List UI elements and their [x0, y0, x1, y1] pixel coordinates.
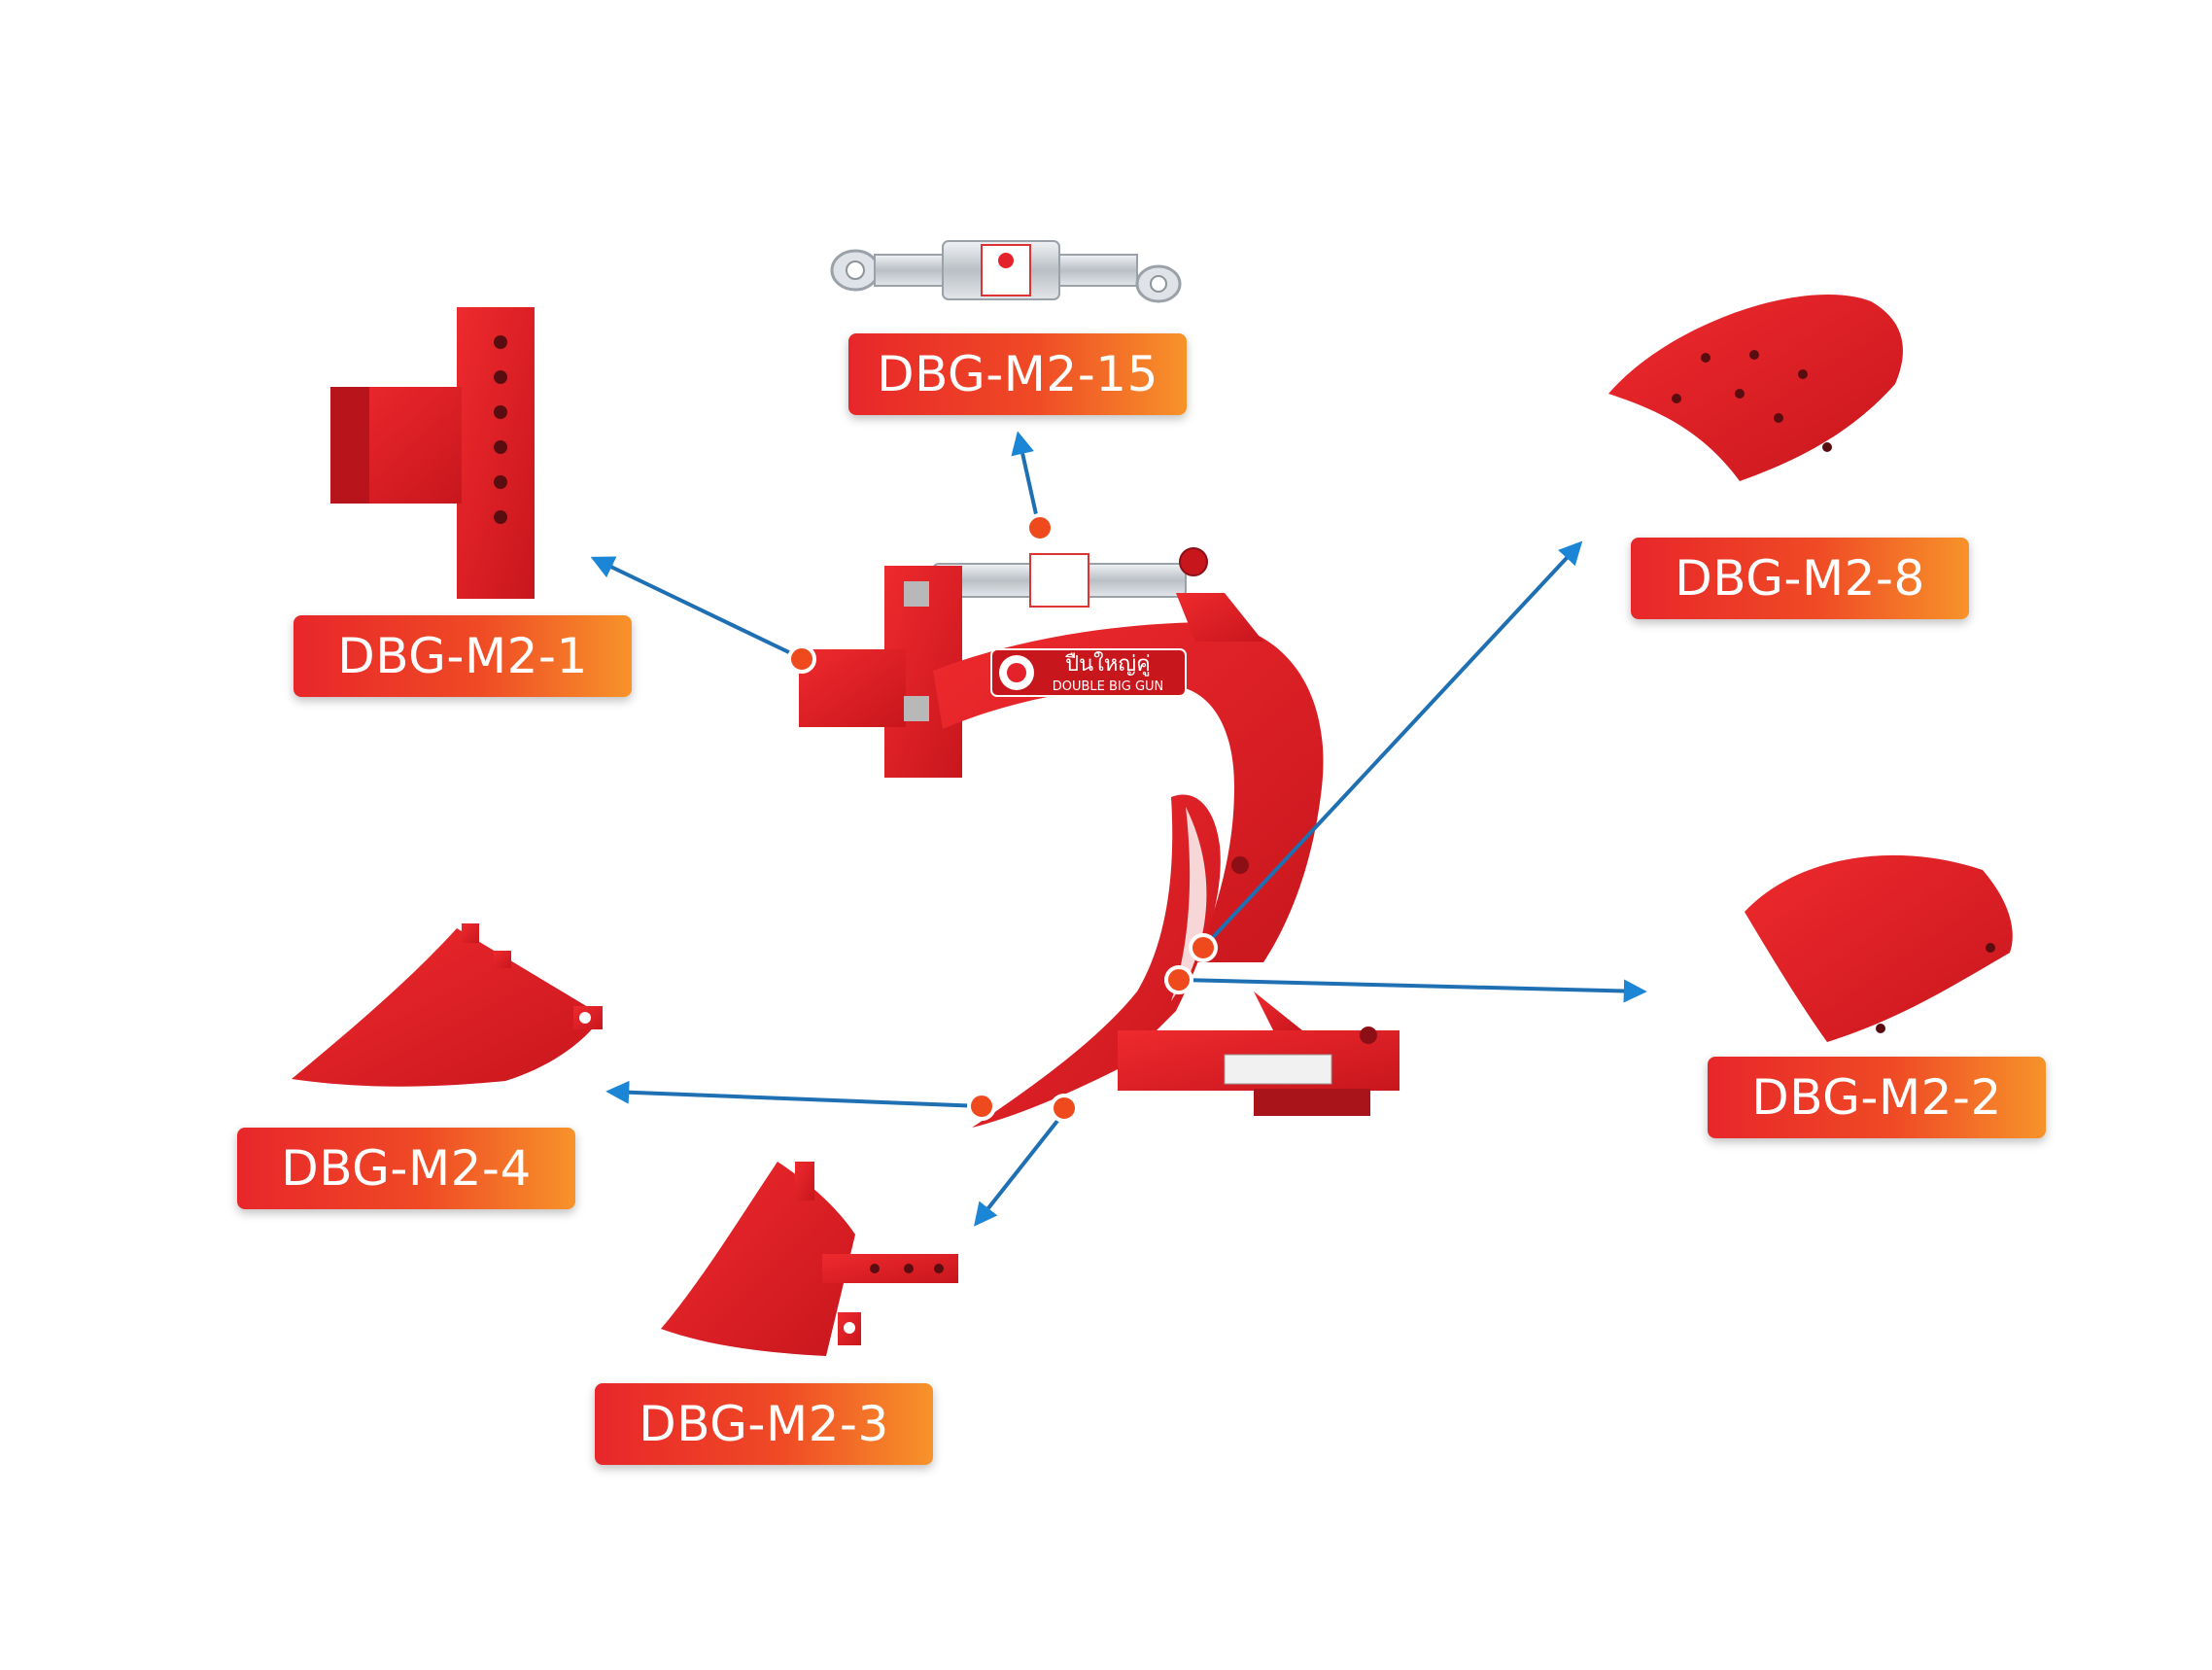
- plow-assembly: ปืนใหญ่คู่ DOUBLE BIG GUN: [799, 547, 1400, 1128]
- arrow-to-m2-1: [590, 556, 798, 658]
- part-label-text: DBG-M2-15: [877, 346, 1158, 402]
- part-label-text: DBG-M2-1: [337, 628, 588, 684]
- arrow-to-m2-4: [605, 1080, 983, 1108]
- hotspot-dots: [787, 513, 1218, 1123]
- part-label-m2-3[interactable]: DBG-M2-3: [595, 1383, 933, 1465]
- arrow-to-m2-8: [1201, 540, 1583, 950]
- hotspot-m2-2[interactable]: [1164, 965, 1193, 994]
- callout-arrows: [590, 431, 1647, 1227]
- part-label-m2-4[interactable]: DBG-M2-4: [237, 1128, 575, 1209]
- mounting-bracket-icon: [330, 307, 535, 599]
- arrow-to-m2-2: [1180, 978, 1647, 1003]
- hotspot-m2-4[interactable]: [967, 1092, 996, 1121]
- part-label-m2-15[interactable]: DBG-M2-15: [848, 333, 1187, 415]
- moldboard-extension-icon: [1745, 854, 2013, 1042]
- arrow-to-m2-15: [1011, 431, 1040, 524]
- top-link-icon: [830, 240, 1182, 303]
- hotspot-m2-3[interactable]: [1050, 1094, 1079, 1123]
- hotspot-m2-15[interactable]: [1025, 513, 1054, 542]
- part-label-text: DBG-M2-3: [639, 1396, 889, 1452]
- part-label-text: DBG-M2-4: [281, 1140, 532, 1197]
- part-label-m2-2[interactable]: DBG-M2-2: [1708, 1057, 2046, 1138]
- part-label-m2-1[interactable]: DBG-M2-1: [294, 615, 632, 697]
- moldboard-icon: [1608, 295, 1903, 481]
- part-label-text: DBG-M2-8: [1675, 550, 1925, 607]
- hotspot-m2-1[interactable]: [787, 644, 816, 674]
- hotspot-m2-8[interactable]: [1189, 933, 1218, 962]
- share-blade-icon: [292, 923, 603, 1087]
- arrow-to-m2-3: [974, 1114, 1063, 1227]
- part-label-m2-8[interactable]: DBG-M2-8: [1631, 538, 1969, 619]
- part-label-text: DBG-M2-2: [1751, 1069, 2002, 1126]
- point-share-icon: [661, 1162, 958, 1356]
- brand-plate-subtext: DOUBLE BIG GUN: [1053, 679, 1164, 694]
- brand-plate-text: ปืนใหญ่คู่: [1065, 651, 1151, 677]
